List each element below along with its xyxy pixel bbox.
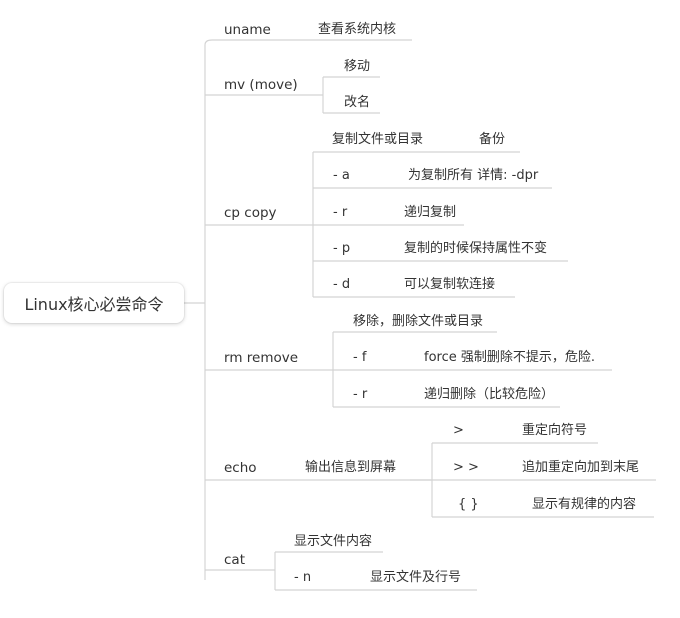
node-echo: echo <box>224 460 257 476</box>
node-echo-flag-redirect-desc: 重定向符号 <box>522 423 588 438</box>
node-cp-desc-note: 备份 <box>479 132 506 147</box>
node-cat: cat <box>224 552 245 568</box>
node-rm-flag-f: - f <box>353 350 367 365</box>
node-cp-flag-r-desc: 递归复制 <box>404 205 457 220</box>
root-node: Linux核心必尝命令 <box>4 283 184 323</box>
node-cp-flag-a-desc: 为复制所有 详情: -dpr <box>408 168 539 183</box>
node-uname: uname <box>224 22 271 38</box>
node-cat-desc: 显示文件内容 <box>294 534 373 549</box>
node-rm-flag-f-desc: force 强制删除不提示，危险. <box>424 350 595 365</box>
node-cp-flag-p: - p <box>333 241 351 256</box>
node-echo-desc: 输出信息到屏幕 <box>305 460 397 475</box>
node-rm-flag-r-desc: 递归删除（比较危险） <box>424 387 555 402</box>
node-echo-flag-braces-desc: 显示有规律的内容 <box>532 497 637 512</box>
node-echo-flag-append-desc: 追加重定向加到末尾 <box>522 460 640 475</box>
node-cat-flag-n-desc: 显示文件及行号 <box>370 570 462 585</box>
node-rm: rm remove <box>224 350 299 366</box>
node-mv-move: 移动 <box>344 59 371 74</box>
node-cp-flag-d-desc: 可以复制软连接 <box>404 277 496 292</box>
node-cat-flag-n: - n <box>294 570 312 585</box>
node-cp-flag-p-desc: 复制的时候保持属性不变 <box>404 241 548 256</box>
node-mv-rename: 改名 <box>344 95 371 110</box>
node-cp-flag-r: - r <box>333 205 348 220</box>
node-rm-desc: 移除，删除文件或目录 <box>353 314 484 329</box>
node-cp-desc: 复制文件或目录 <box>332 132 424 147</box>
node-echo-flag-braces: { } <box>458 497 479 512</box>
node-mv: mv (move) <box>224 77 298 93</box>
node-cp-flag-a: - a <box>333 168 350 183</box>
node-echo-flag-append: > > <box>453 460 479 475</box>
node-cp-flag-d: - d <box>333 277 351 292</box>
node-cp: cp copy <box>224 205 277 221</box>
node-uname-desc: 查看系统内核 <box>318 22 397 37</box>
node-echo-flag-redirect: > <box>453 423 464 438</box>
node-rm-flag-r: - r <box>353 387 368 402</box>
